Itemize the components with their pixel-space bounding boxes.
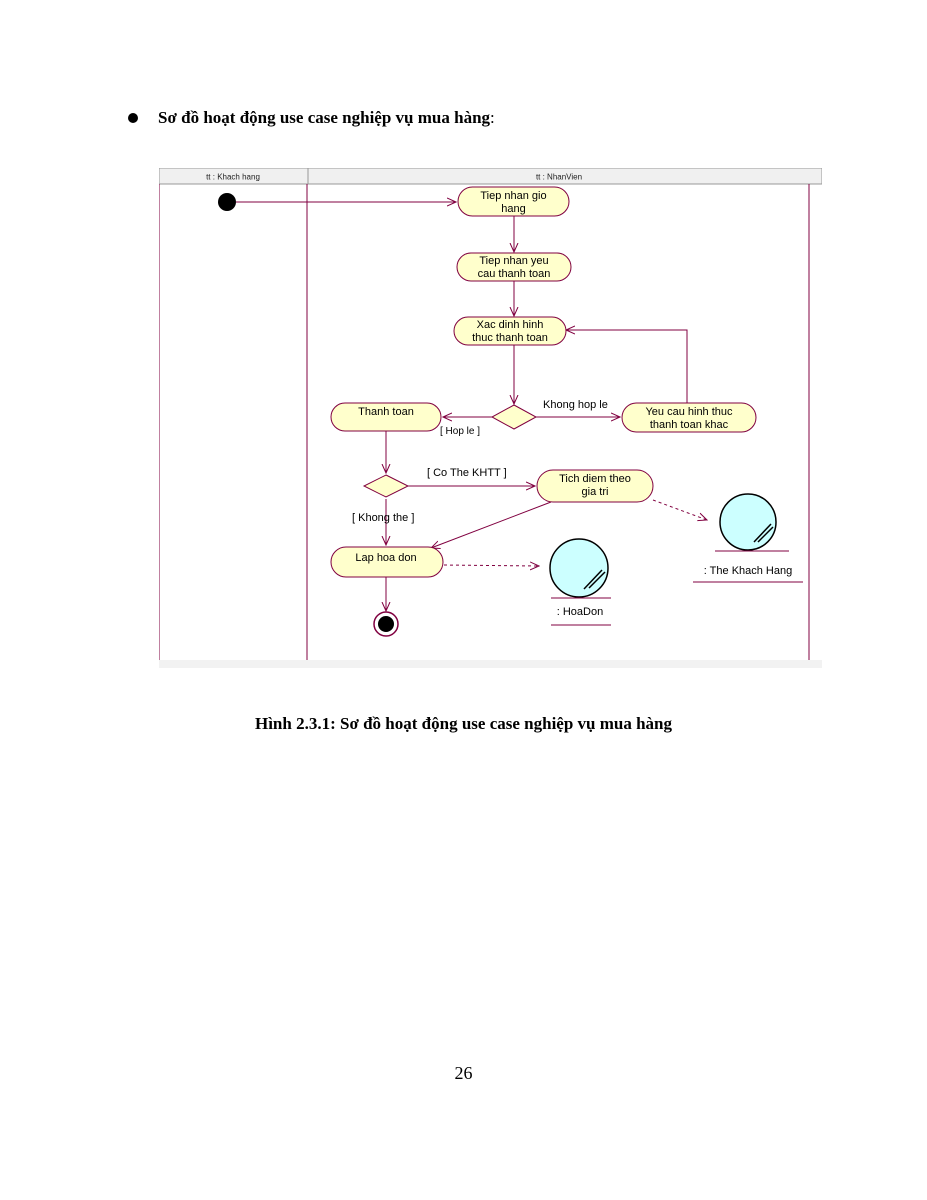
activity-accumulate-points-line1: Tich diem theo bbox=[559, 473, 631, 485]
activity-payment: Thanh toan bbox=[330, 402, 442, 432]
flow-retry-loop bbox=[566, 330, 688, 403]
decision-membership-card bbox=[362, 474, 410, 498]
initial-node bbox=[218, 193, 236, 211]
activity-create-invoice-label: Lap hoa don bbox=[355, 552, 416, 564]
swimlane-label-customer: tt : Khach hang bbox=[206, 173, 260, 182]
activity-receive-cart-line2: hang bbox=[501, 203, 525, 215]
bullet-icon bbox=[128, 113, 138, 123]
scrollbar-strip bbox=[159, 660, 822, 668]
activity-determine-payment-method: Xac dinh hinh thuc thanh toan bbox=[453, 316, 567, 346]
activity-receive-payment-request-line2: cau thanh toan bbox=[478, 268, 551, 280]
object-flow-customer-card bbox=[652, 499, 707, 520]
object-customer-card: : The Khach Hang bbox=[693, 493, 803, 583]
guard-no-card: [ Khong the ] bbox=[352, 512, 414, 524]
section-heading: Sơ đồ hoạt động use case nghiệp vụ mua h… bbox=[128, 108, 495, 128]
activity-determine-payment-method-line2: thuc thanh toan bbox=[472, 332, 548, 344]
section-heading-text: Sơ đồ hoạt động use case nghiệp vụ mua h… bbox=[158, 108, 491, 127]
activity-request-other-method: Yeu cau hinh thuc thanh toan khac bbox=[621, 402, 757, 433]
guard-invalid: Khong hop le bbox=[543, 399, 608, 411]
activity-request-other-method-line1: Yeu cau hinh thuc bbox=[645, 406, 733, 418]
activity-receive-payment-request-line1: Tiep nhan yeu bbox=[479, 255, 548, 267]
swimlane-label-staff: tt : NhanVien bbox=[536, 173, 582, 182]
object-invoice: : HoaDon bbox=[549, 538, 611, 626]
section-heading-colon: : bbox=[490, 108, 495, 127]
guard-valid: [ Hop le ] bbox=[440, 426, 480, 437]
final-node-dot bbox=[378, 616, 394, 632]
page-number: 26 bbox=[454, 1063, 473, 1083]
object-invoice-label: : HoaDon bbox=[557, 606, 603, 618]
activity-create-invoice: Lap hoa don bbox=[330, 546, 444, 578]
object-flow-invoice bbox=[443, 565, 539, 566]
activity-receive-payment-request: Tiep nhan yeu cau thanh toan bbox=[456, 252, 572, 282]
guard-has-card: [ Co The KHTT ] bbox=[427, 467, 507, 479]
activity-accumulate-points-line2: gia tri bbox=[582, 486, 609, 498]
flow-points-to-invoice bbox=[431, 501, 552, 548]
activity-request-other-method-line2: thanh toan khac bbox=[650, 419, 729, 431]
activity-determine-payment-method-line1: Xac dinh hinh bbox=[477, 319, 544, 331]
object-customer-card-label: : The Khach Hang bbox=[704, 565, 792, 577]
activity-receive-cart: Tiep nhan gio hang bbox=[457, 186, 570, 217]
activity-payment-label: Thanh toan bbox=[358, 406, 414, 418]
activity-receive-cart-line1: Tiep nhan gio bbox=[480, 190, 546, 202]
activity-accumulate-points: Tich diem theo gia tri bbox=[536, 469, 654, 503]
swimlane-header-bar bbox=[159, 168, 822, 185]
object-invoice-icon bbox=[549, 538, 609, 598]
activity-diagram: tt : Khach hang tt : NhanVien Tiep nhan … bbox=[159, 168, 822, 668]
decision-payment-validity bbox=[490, 404, 538, 430]
figure-caption: Hình 2.3.1: Sơ đồ hoạt động use case ngh… bbox=[254, 714, 673, 733]
object-customer-card-icon bbox=[719, 493, 777, 551]
